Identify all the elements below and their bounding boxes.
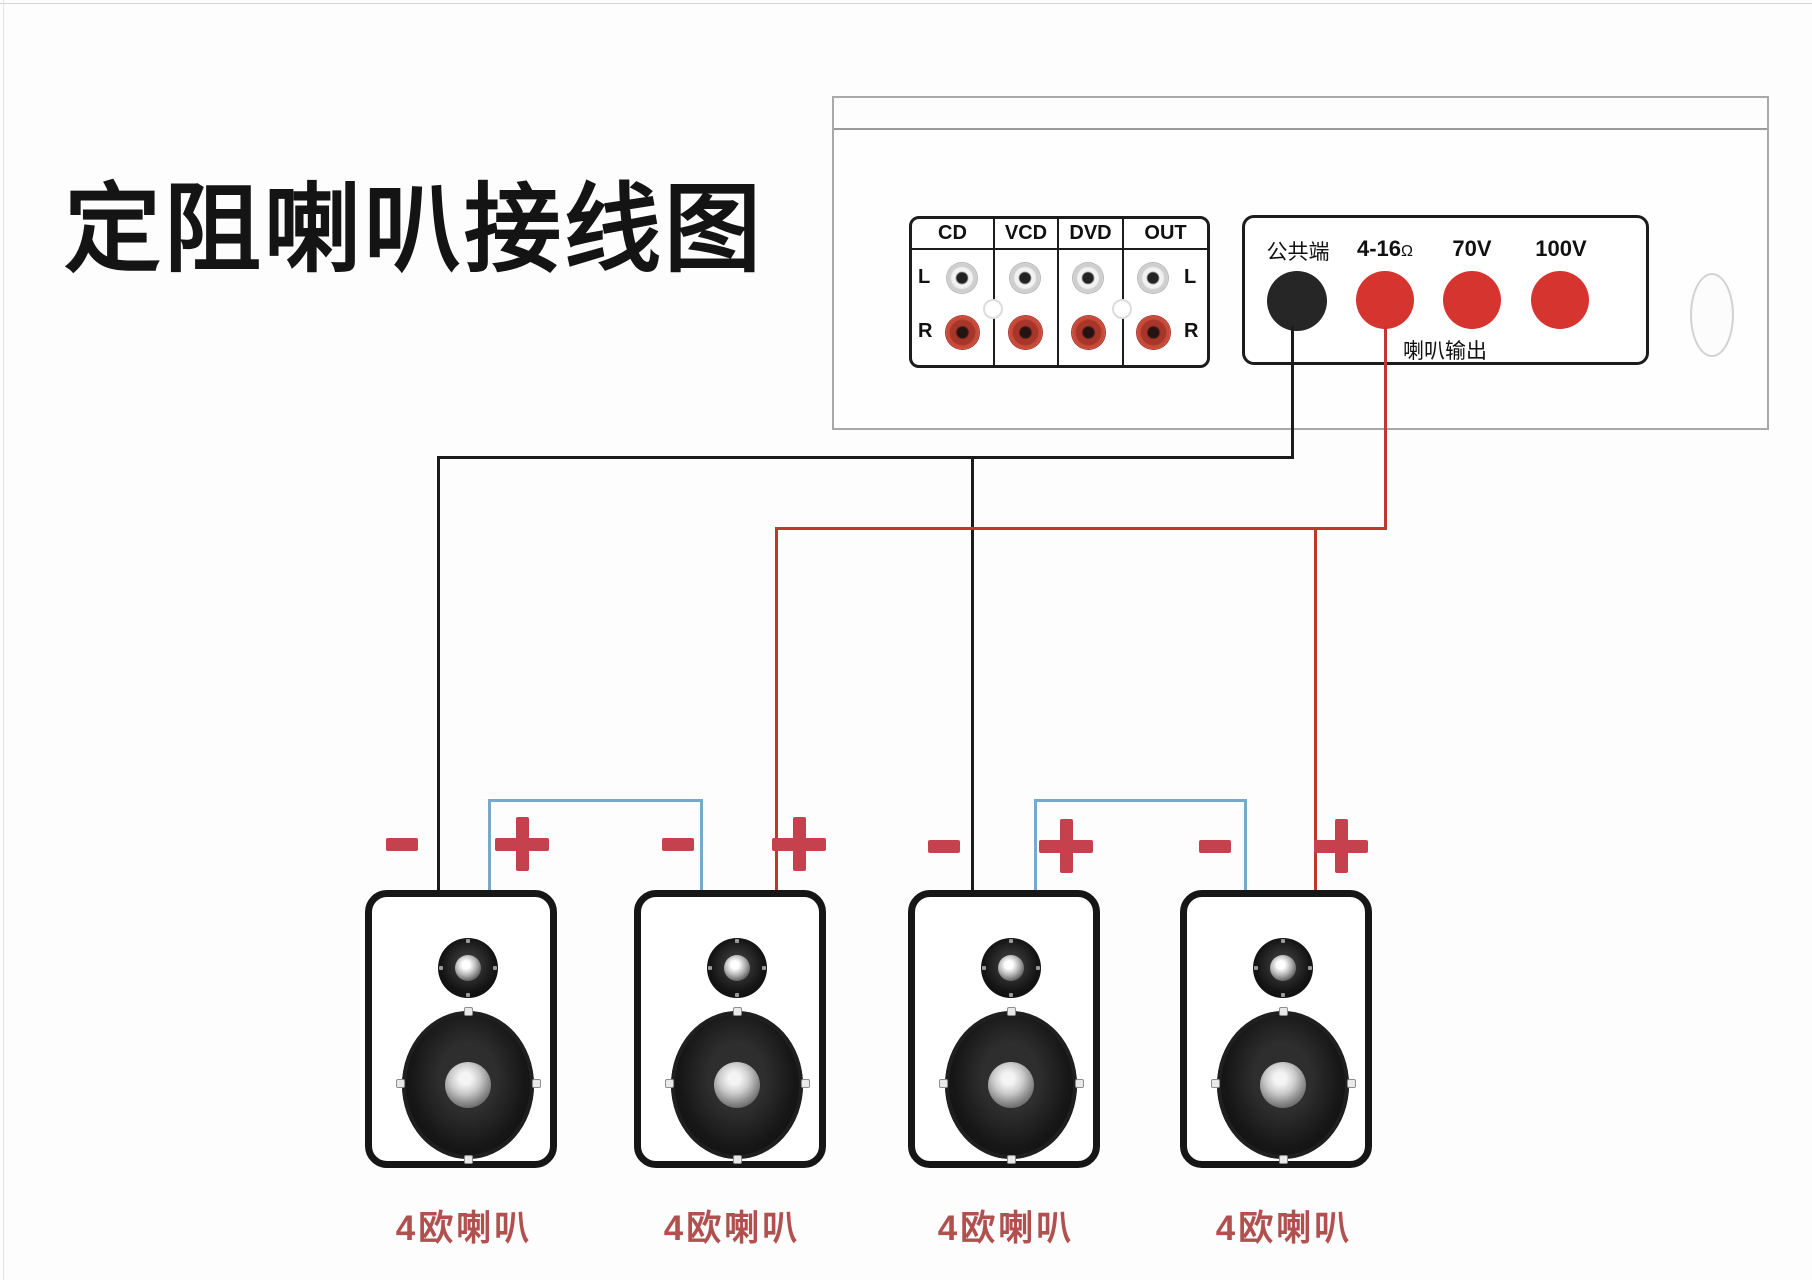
wire-blue-speaker1-plus-drop bbox=[488, 799, 491, 890]
vcd-l-jack[interactable] bbox=[1010, 263, 1040, 293]
speaker4-plus-sign bbox=[1314, 819, 1368, 873]
out-l-jack[interactable] bbox=[1138, 263, 1168, 293]
rca-col-cd: CD bbox=[938, 222, 967, 244]
terminal-100v-label: 100V bbox=[1535, 236, 1587, 261]
impedance-4-16ohm-binding-post[interactable] bbox=[1356, 271, 1414, 329]
wire-red-impedance-feed bbox=[1384, 326, 1387, 530]
amplifier-back-panel: CD VCD DVD OUT L R L R 公共端 4-16Ω 70V 100… bbox=[832, 96, 1769, 430]
amplifier-vent-oval bbox=[1690, 273, 1734, 357]
speaker1-minus-sign bbox=[386, 838, 418, 851]
rca-input-panel: CD VCD DVD OUT L R L R bbox=[909, 216, 1210, 368]
rca-screw-right bbox=[1112, 299, 1132, 319]
woofer-1 bbox=[402, 1011, 534, 1159]
speaker3-plus-sign bbox=[1039, 819, 1093, 873]
dvd-l-jack[interactable] bbox=[1073, 263, 1103, 293]
wire-black-to-speaker3-minus bbox=[971, 456, 974, 890]
wire-blue-jumper-1-horizontal bbox=[488, 799, 703, 802]
rca-left-l-label: L bbox=[918, 266, 931, 288]
rca-divider-3 bbox=[1122, 219, 1124, 365]
speaker-cabinet-1 bbox=[365, 890, 557, 1168]
terminal-70v-label: 70V bbox=[1452, 236, 1492, 261]
vcd-r-jack[interactable] bbox=[1009, 316, 1042, 349]
rca-screw-left bbox=[983, 299, 1003, 319]
rca-col-vcd: VCD bbox=[1004, 222, 1048, 244]
speaker4-label: 4欧喇叭 bbox=[1215, 1209, 1353, 1248]
speaker-output-caption: 喇叭输出 bbox=[1403, 340, 1487, 363]
speaker-cabinet-4 bbox=[1180, 890, 1372, 1168]
tweeter-3 bbox=[981, 938, 1041, 998]
cd-l-jack[interactable] bbox=[947, 263, 977, 293]
rca-divider-1 bbox=[993, 219, 995, 365]
out-r-jack[interactable] bbox=[1137, 316, 1170, 349]
speaker-cabinet-2 bbox=[634, 890, 826, 1168]
page-title: 定阻喇叭接线图 bbox=[64, 175, 764, 284]
rca-right-r-label: R bbox=[1184, 320, 1199, 342]
tweeter-4 bbox=[1253, 938, 1313, 998]
wire-blue-jumper-2-horizontal bbox=[1034, 799, 1247, 802]
cd-r-jack[interactable] bbox=[946, 316, 979, 349]
woofer-2 bbox=[671, 1011, 803, 1159]
impedance-terminal-label: 4-16Ω bbox=[1356, 236, 1413, 261]
woofer-4 bbox=[1217, 1011, 1349, 1159]
ohm-unit: Ω bbox=[1401, 243, 1413, 260]
common-terminal-label: 公共端 bbox=[1266, 241, 1330, 264]
speaker3-label: 4欧喇叭 bbox=[937, 1209, 1075, 1248]
speaker2-minus-sign bbox=[662, 838, 694, 851]
speaker4-minus-sign bbox=[1199, 840, 1231, 853]
wire-black-horizontal-bus bbox=[437, 456, 1294, 459]
rca-col-out: OUT bbox=[1144, 222, 1187, 244]
wire-blue-speaker2-minus-drop bbox=[700, 799, 703, 890]
dvd-r-jack[interactable] bbox=[1072, 316, 1105, 349]
wire-blue-speaker3-plus-drop bbox=[1034, 799, 1037, 890]
speaker3-minus-sign bbox=[928, 840, 960, 853]
rca-divider-2 bbox=[1057, 219, 1059, 365]
speaker2-plus-sign bbox=[772, 817, 826, 871]
wire-black-common-feed bbox=[1291, 326, 1294, 459]
speaker-output-panel: 公共端 4-16Ω 70V 100V 喇叭输出 bbox=[1242, 215, 1649, 365]
tweeter-2 bbox=[707, 938, 767, 998]
speaker1-label: 4欧喇叭 bbox=[395, 1209, 533, 1248]
speaker2-label: 4欧喇叭 bbox=[663, 1209, 801, 1248]
terminal-70v-binding-post[interactable] bbox=[1443, 271, 1501, 329]
common-terminal-binding-post[interactable] bbox=[1267, 271, 1327, 331]
tweeter-1 bbox=[438, 938, 498, 998]
rca-left-r-label: R bbox=[918, 320, 933, 342]
wire-red-to-speaker4-plus bbox=[1314, 527, 1317, 890]
speaker-cabinet-3 bbox=[908, 890, 1100, 1168]
woofer-3 bbox=[945, 1011, 1077, 1159]
rca-col-dvd: DVD bbox=[1069, 222, 1112, 244]
wire-red-to-speaker2-plus bbox=[775, 527, 778, 890]
wire-blue-speaker4-minus-drop bbox=[1244, 799, 1247, 890]
terminal-100v-binding-post[interactable] bbox=[1531, 271, 1589, 329]
rca-right-l-label: L bbox=[1184, 266, 1197, 288]
wire-black-to-speaker1-minus bbox=[437, 456, 440, 890]
speaker1-plus-sign bbox=[495, 817, 549, 871]
amplifier-top-band bbox=[834, 98, 1767, 130]
wire-red-horizontal-bus bbox=[775, 527, 1387, 530]
rca-header-row bbox=[912, 219, 1207, 250]
